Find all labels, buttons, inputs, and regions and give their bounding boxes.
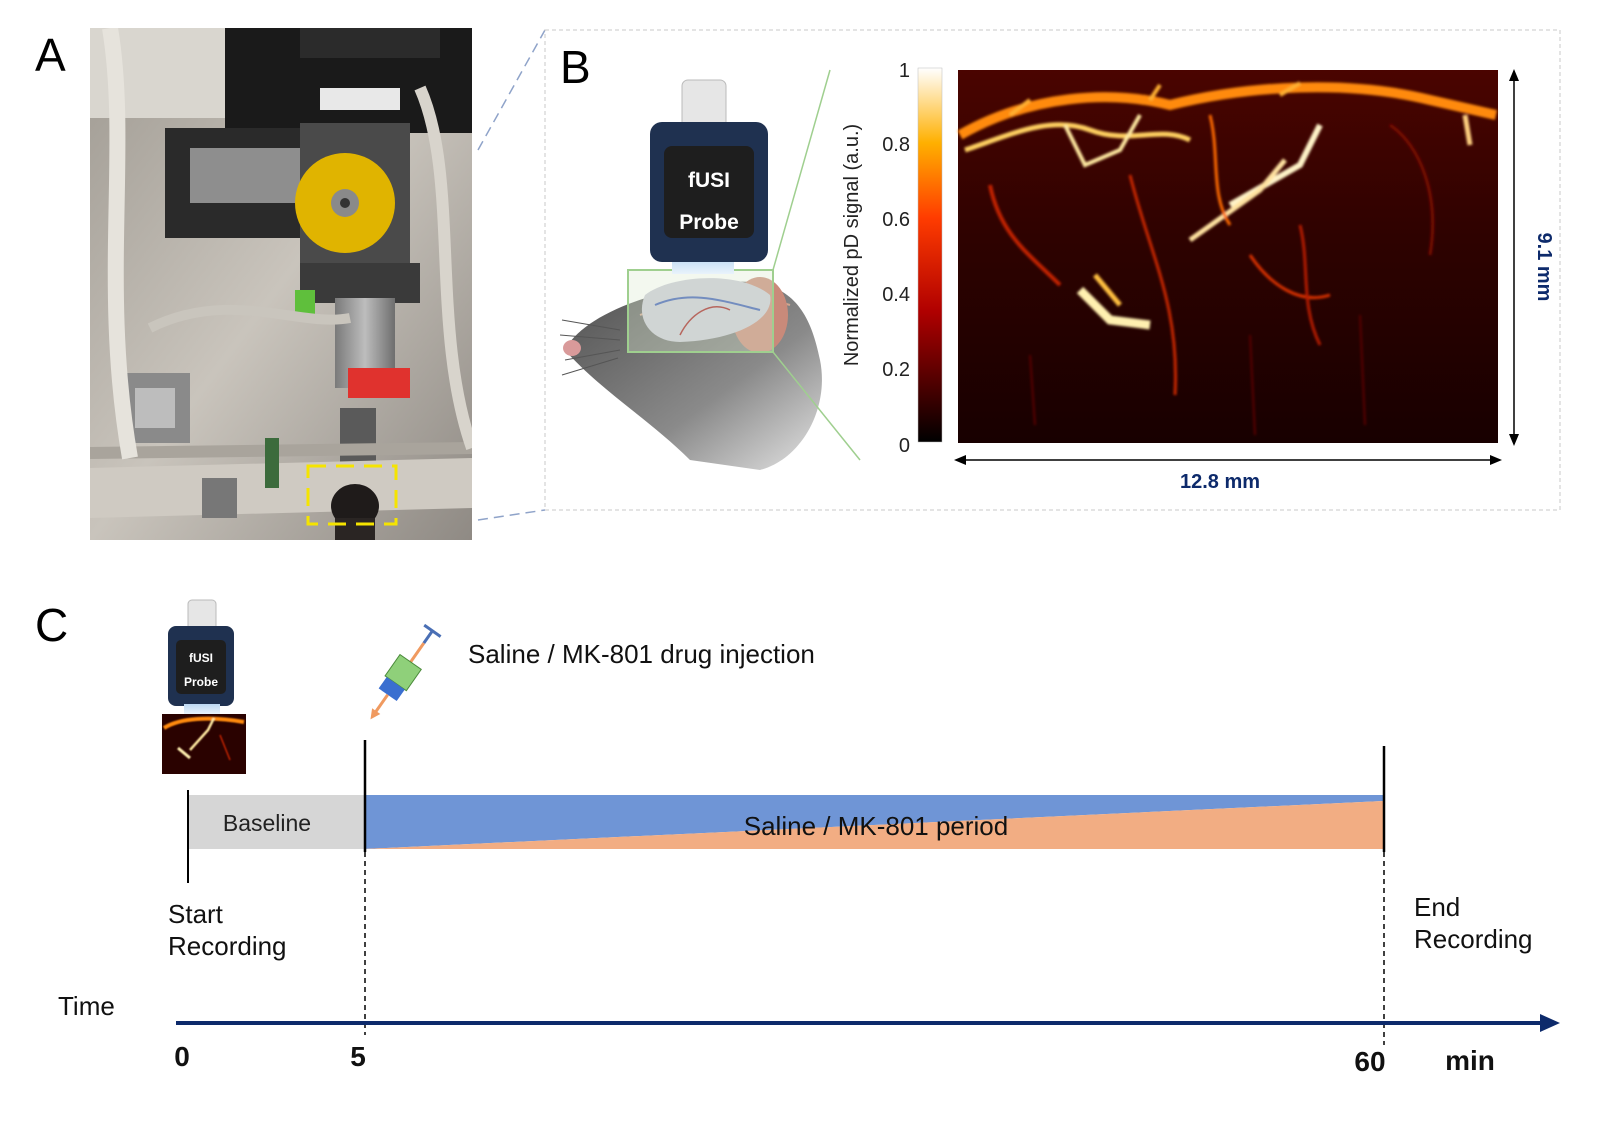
panel-a-photo [90,28,472,540]
unit-label: min [1445,1045,1495,1076]
panel-b-frame [544,29,1561,511]
probe-label-line2: Probe [679,211,739,234]
time-axis-arrow-icon [1540,1014,1560,1032]
panel-b-letter: B [560,41,591,93]
start-label-line2: Recording [168,931,287,961]
imaging-window [627,269,774,353]
doppler-image [958,70,1498,443]
panel-connectors [477,29,1561,521]
small-probe: fUSI Probe [168,599,234,714]
syringe-icon [370,623,442,720]
saline-wedge [364,795,1383,849]
colorbar-tick-1: 1 [899,60,910,82]
baseline-label: Baseline [223,810,311,836]
small-doppler-image [162,714,246,774]
tick-60: 60 [1354,1046,1385,1077]
panel-b-heatmap: Normalized pD signal (a.u.) 1 0.8 0.6 0.… [841,60,1555,493]
height-label: 9.1 mm [1533,233,1555,302]
panel-c-timeline: fUSI Probe Saline / MK-801 drug injectio… [58,599,1560,1077]
time-label: Time [58,991,115,1021]
colorbar-tick-0.8: 0.8 [882,134,910,156]
panel-c-letter: C [35,599,69,651]
colorbar-label: Normalized pD signal (a.u.) [841,124,863,366]
colorbar-tick-0.4: 0.4 [882,284,910,306]
colorbar-tick-0: 0 [899,435,910,457]
small-probe-label-line1: fUSI [189,651,213,665]
injection-label: Saline / MK-801 drug injection [468,639,815,669]
brain [641,278,771,342]
end-label-line2: Recording [1414,924,1533,954]
red-tape [348,368,410,398]
small-probe-label-line2: Probe [184,675,218,689]
period-label: Saline / MK-801 period [744,811,1008,841]
drug-wedge [364,801,1383,849]
start-label-line1: Start [168,899,224,929]
width-label: 12.8 mm [1180,471,1260,493]
end-label-line1: End [1414,892,1460,922]
panel-a-letter: A [35,29,66,81]
colorbar-tick-0.2: 0.2 [882,359,910,381]
tick-5: 5 [350,1041,366,1072]
tick-0: 0 [174,1041,190,1072]
colorbar-tick-0.6: 0.6 [882,209,910,231]
mouse-head [331,484,379,528]
highlight-box [306,464,398,526]
probe-label-line1: fUSI [688,169,730,192]
colorbar [917,67,943,443]
baseline-bar [188,795,364,849]
panel-b-illustration: fUSI Probe [560,69,861,470]
